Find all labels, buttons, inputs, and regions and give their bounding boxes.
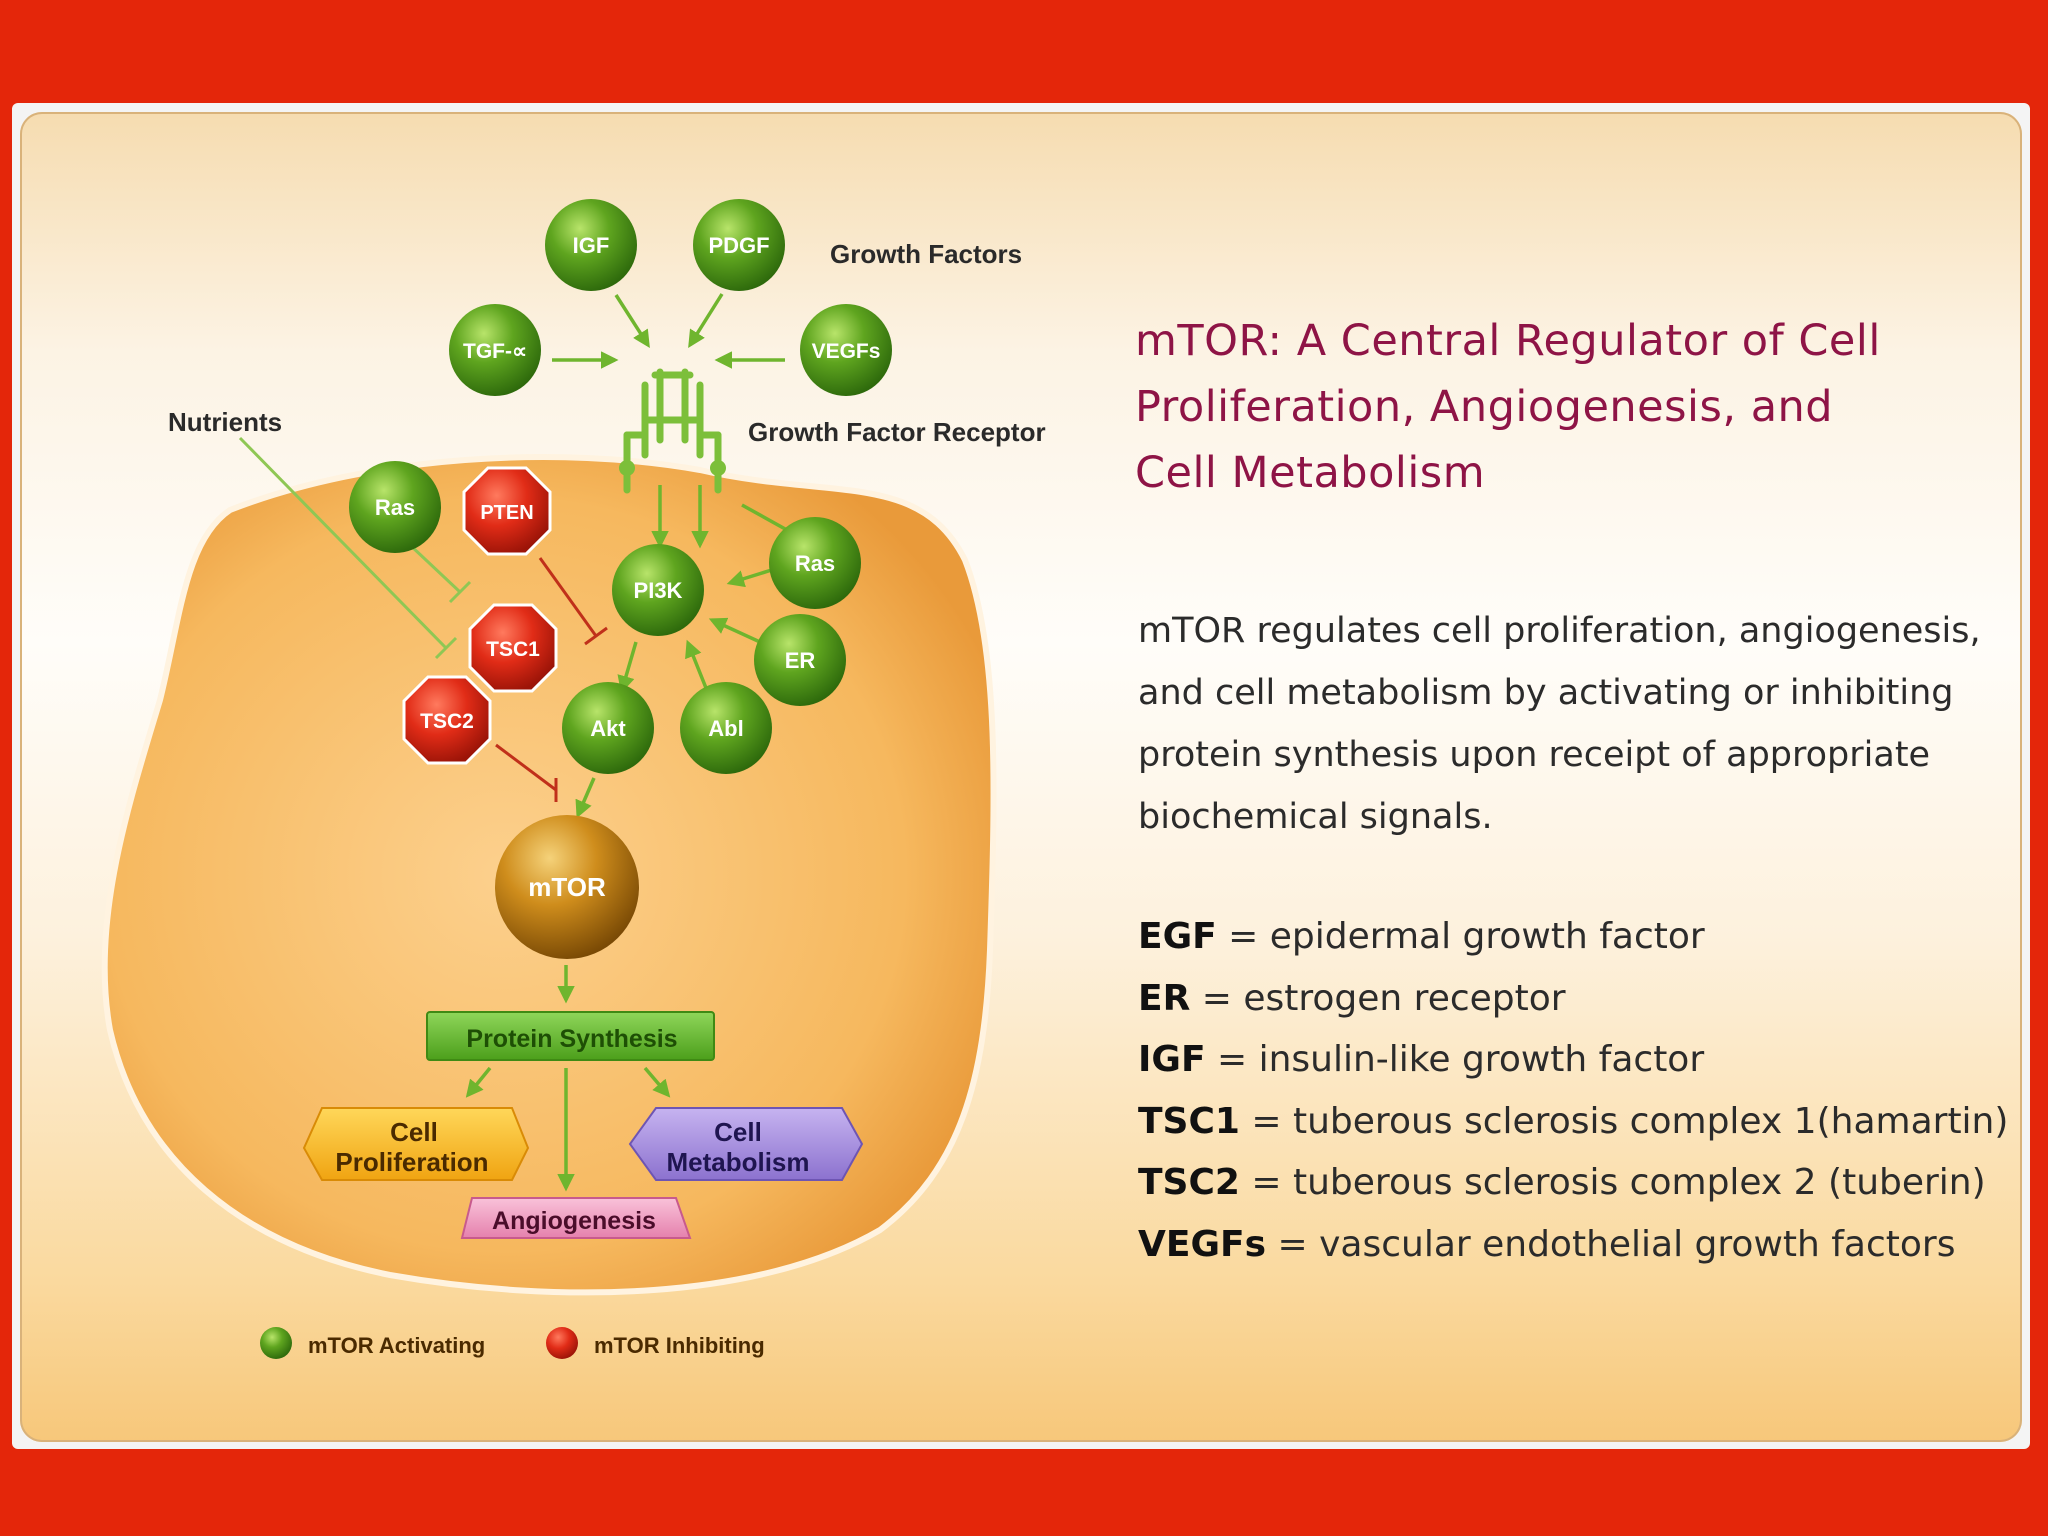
glossary-definition: = vascular endothelial growth factors bbox=[1266, 1224, 1955, 1265]
title-line: mTOR: A Central Regulator of Cell bbox=[1135, 308, 1995, 374]
legend-inhibiting-swatch bbox=[546, 1327, 578, 1359]
svg-text:Cell: Cell bbox=[390, 1117, 438, 1147]
title-line: Proliferation, Angiogenesis, and bbox=[1135, 374, 1995, 440]
glossary-row: IGF = insulin-like growth factor bbox=[1138, 1029, 2018, 1091]
node-tsc1: TSC1 bbox=[470, 605, 556, 691]
node-ras-right: Ras bbox=[769, 517, 861, 609]
node-igf: IGF bbox=[545, 199, 637, 291]
legend-inhibiting-label: mTOR Inhibiting bbox=[594, 1333, 765, 1358]
growth-factors-label: Growth Factors bbox=[830, 239, 1022, 269]
svg-text:mTOR: mTOR bbox=[528, 872, 606, 902]
description-line: and cell metabolism by activating or inh… bbox=[1138, 662, 2008, 724]
glossary-term: TSC1 bbox=[1138, 1101, 1240, 1142]
glossary-term: IGF bbox=[1138, 1039, 1206, 1080]
description-line: mTOR regulates cell proliferation, angio… bbox=[1138, 600, 2008, 662]
protein-synthesis-box: Protein Synthesis bbox=[427, 1012, 714, 1060]
glossary-row: TSC1 = tuberous sclerosis complex 1(hama… bbox=[1138, 1091, 2018, 1153]
node-er: ER bbox=[754, 614, 846, 706]
legend: mTOR Activating mTOR Inhibiting bbox=[260, 1327, 765, 1359]
node-tsc2: TSC2 bbox=[404, 677, 490, 763]
node-vegfs: VEGFs bbox=[800, 304, 892, 396]
node-pten: PTEN bbox=[464, 468, 550, 554]
growth-factor-receptor-label: Growth Factor Receptor bbox=[748, 417, 1046, 447]
glossary-definition: = tuberous sclerosis complex 1(hamartin) bbox=[1240, 1101, 2008, 1142]
node-abl: Abl bbox=[680, 682, 772, 774]
svg-text:PTEN: PTEN bbox=[480, 502, 533, 524]
svg-text:Cell: Cell bbox=[714, 1117, 762, 1147]
description-text: mTOR regulates cell proliferation, angio… bbox=[1138, 600, 2008, 848]
glossary-term: ER bbox=[1138, 978, 1190, 1019]
glossary-row: ER = estrogen receptor bbox=[1138, 968, 2018, 1030]
glossary-definition: = epidermal growth factor bbox=[1217, 916, 1705, 957]
svg-text:TSC2: TSC2 bbox=[420, 710, 474, 733]
glossary-definition: = tuberous sclerosis complex 2 (tuberin) bbox=[1240, 1162, 1986, 1203]
glossary-term: EGF bbox=[1138, 916, 1217, 957]
svg-text:Ras: Ras bbox=[795, 551, 835, 576]
glossary-row: TSC2 = tuberous sclerosis complex 2 (tub… bbox=[1138, 1152, 2018, 1214]
svg-text:TGF-∝: TGF-∝ bbox=[463, 340, 527, 363]
glossary-term: VEGFs bbox=[1138, 1224, 1266, 1265]
legend-activating-swatch bbox=[260, 1327, 292, 1359]
glossary-term: TSC2 bbox=[1138, 1162, 1240, 1203]
nutrients-label: Nutrients bbox=[168, 407, 282, 437]
svg-text:VEGFs: VEGFs bbox=[812, 340, 881, 363]
svg-text:Abl: Abl bbox=[708, 716, 743, 741]
svg-text:Protein Synthesis: Protein Synthesis bbox=[466, 1025, 677, 1053]
svg-text:Ras: Ras bbox=[375, 495, 415, 520]
svg-text:TSC1: TSC1 bbox=[486, 638, 540, 661]
svg-text:PI3K: PI3K bbox=[634, 578, 683, 603]
glossary-definition: = insulin-like growth factor bbox=[1206, 1039, 1705, 1080]
node-mtor: mTOR bbox=[495, 815, 639, 959]
description-line: biochemical signals. bbox=[1138, 786, 2008, 848]
cell-proliferation-box: Cell Proliferation bbox=[304, 1108, 528, 1180]
svg-text:ER: ER bbox=[785, 648, 816, 673]
svg-text:Akt: Akt bbox=[590, 716, 626, 741]
node-pdgf: PDGF bbox=[693, 199, 785, 291]
node-akt: Akt bbox=[562, 682, 654, 774]
title-line: Cell Metabolism bbox=[1135, 440, 1995, 506]
abbreviation-glossary: EGF = epidermal growth factor ER = estro… bbox=[1138, 906, 2018, 1275]
svg-text:PDGF: PDGF bbox=[708, 233, 769, 258]
svg-text:IGF: IGF bbox=[573, 233, 610, 258]
glossary-row: EGF = epidermal growth factor bbox=[1138, 906, 2018, 968]
svg-text:Metabolism: Metabolism bbox=[666, 1147, 809, 1177]
svg-text:Proliferation: Proliferation bbox=[335, 1147, 488, 1177]
node-ras-left: Ras bbox=[349, 461, 441, 553]
node-tgf: TGF-∝ bbox=[449, 304, 541, 396]
cell-metabolism-box: Cell Metabolism bbox=[630, 1108, 862, 1180]
glossary-row: VEGFs = vascular endothelial growth fact… bbox=[1138, 1214, 2018, 1276]
glossary-definition: = estrogen receptor bbox=[1190, 978, 1565, 1019]
legend-activating-label: mTOR Activating bbox=[308, 1333, 485, 1358]
node-pi3k: PI3K bbox=[612, 544, 704, 636]
description-line: protein synthesis upon receipt of approp… bbox=[1138, 724, 2008, 786]
figure-title: mTOR: A Central Regulator of Cell Prolif… bbox=[1135, 308, 1995, 506]
angiogenesis-box: Angiogenesis bbox=[462, 1198, 690, 1238]
svg-text:Angiogenesis: Angiogenesis bbox=[492, 1207, 656, 1235]
